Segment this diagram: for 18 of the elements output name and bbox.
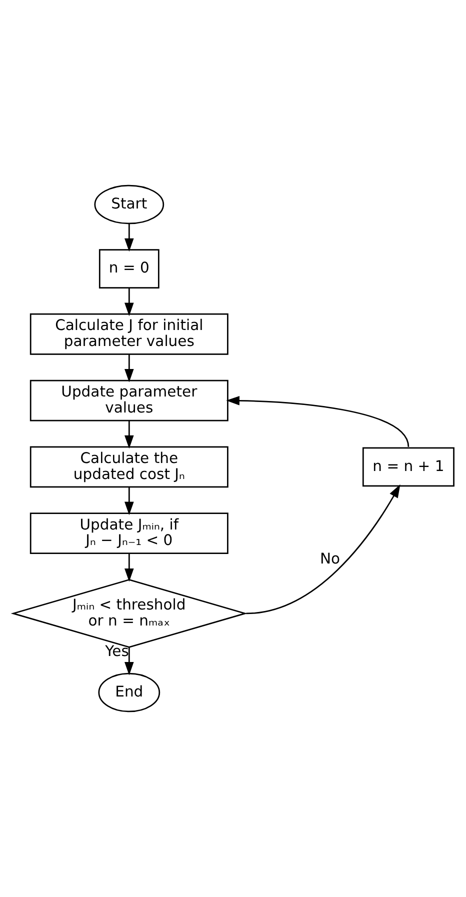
arrow (124, 288, 134, 316)
arrow (124, 648, 134, 676)
node-box: Update Jₘᵢₙ, if Jₙ − Jₙ₋₁ < 0 (29, 512, 228, 554)
arrow (124, 554, 134, 582)
arrow (124, 487, 134, 516)
node-box: n = n + 1 (362, 447, 454, 487)
node-ellipse: End (98, 672, 160, 712)
arrow (226, 396, 409, 448)
node-box: Update parameter values (29, 380, 228, 422)
arrow (124, 354, 134, 382)
arrow (246, 484, 400, 614)
node-box: Calculate the updated cost Jₙ (29, 446, 228, 488)
node-box: Calculate J for initial parameter values (29, 313, 228, 355)
edge-label: No (319, 550, 340, 568)
node-box: n = 0 (98, 249, 159, 288)
arrow (124, 224, 134, 252)
node-ellipse: Start (94, 184, 164, 224)
arrow (124, 420, 134, 449)
